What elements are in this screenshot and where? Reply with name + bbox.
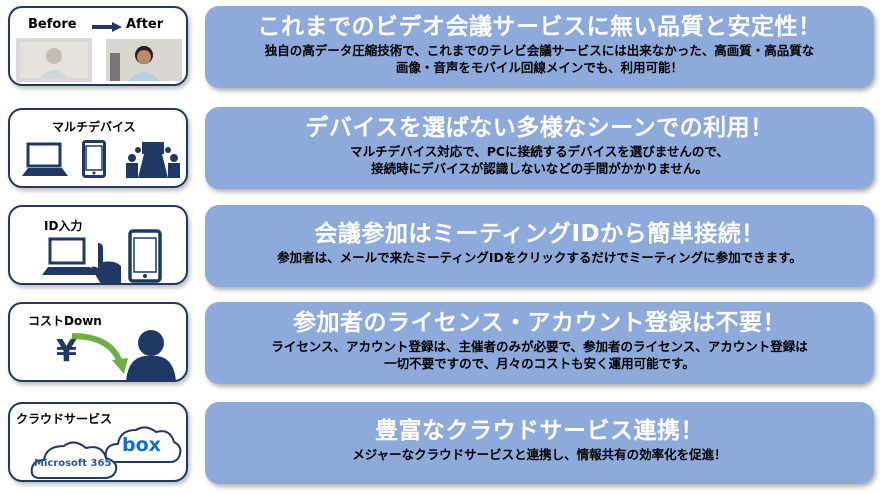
before-after-card: Before After [8,6,188,86]
pointing-hand-icon [91,243,121,284]
tablet-icon [128,229,162,283]
feature-title: 参加者のライセンス・アカウント登録は不要！ [292,310,787,336]
meeting-room-icon [126,142,180,178]
feature-title: デバイスを選ばない多様なシーンでの利用！ [305,115,774,141]
feature-cloud-integration: 豊富なクラウドサービス連携！ メジャーなクラウドサービスと連携し、情報共有の効率… [205,402,874,484]
feature-title: 豊富なクラウドサービス連携！ [375,418,704,444]
feature-desc-line: 接続時にデバイスが認識しないなどの手間がかかりません。 [371,161,708,176]
smartphone-icon [82,140,106,178]
box-logo: box [122,434,161,456]
cost-down-card: コストDown ¥ [8,302,188,382]
card-label: クラウドサービス [16,412,113,426]
feature-quality: これまでのビデオ会議サービスに無い品質と安定性！ 独自の高データ圧縮技術で、これ… [205,6,874,88]
feature-desc-line: 一切不要ですので、月々のコストも安く運用可能です。 [384,356,695,371]
cloud-box-icon [104,426,182,463]
feature-title: これまでのビデオ会議サービスに無い品質と安定性！ [257,14,822,40]
id-input-card: ID入力 [8,205,188,285]
card-label: マルチデバイス [52,120,136,134]
before-label: Before [28,17,77,32]
cloud-microsoft-icon [30,441,118,479]
feature-desc-line: 画像・音声をモバイル回線メインでも、利用可能！ [395,60,684,75]
arrow-right-icon [92,22,122,32]
multi-device-card: マルチデバイス [8,108,188,188]
feature-multi-device: デバイスを選ばない多様なシーンでの利用！ マルチデバイス対応で、PCに接続するデ… [205,107,874,189]
yen-icon: ¥ [56,334,77,369]
after-label: After [126,17,164,32]
feature-desc-line: ライセンス、アカウント登録は、主催者のみが必要で、参加者のライセンス、アカウント… [271,339,808,354]
laptop-icon [42,237,98,275]
laptop-icon [22,142,68,176]
cloud-service-card: クラウドサービス box Microsoft 365 [8,402,188,482]
card-label: コストDown [28,314,102,328]
before-photo-icon [16,38,92,82]
green-arrow-icon [71,333,128,374]
feature-no-license: 参加者のライセンス・アカウント登録は不要！ ライセンス、アカウント登録は、主催者… [205,302,874,384]
microsoft-365-logo: Microsoft 365 [34,458,112,469]
feature-meeting-id: 会議参加はミーティングIDから簡単接続！ 参加者は、メールで来たミーティングID… [205,205,874,287]
feature-desc-line: 独自の高データ圧縮技術で、これまでのテレビ会議サービスには出来なかった、高画質・… [264,43,815,58]
feature-title: 会議参加はミーティングIDから簡単接続！ [314,221,765,247]
person-icon [126,330,176,382]
after-photo-icon [106,39,182,81]
feature-desc-line: マルチデバイス対応で、PCに接続するデバイスを選びませんので、 [350,144,729,159]
feature-desc-line: メジャーなクラウドサービスと連携し、情報共有の効率化を促進！ [352,447,727,462]
card-label: ID入力 [44,219,83,233]
feature-desc-line: 参加者は、メールで来たミーティングIDをクリックするだけでミーティングに参加でき… [277,250,802,265]
